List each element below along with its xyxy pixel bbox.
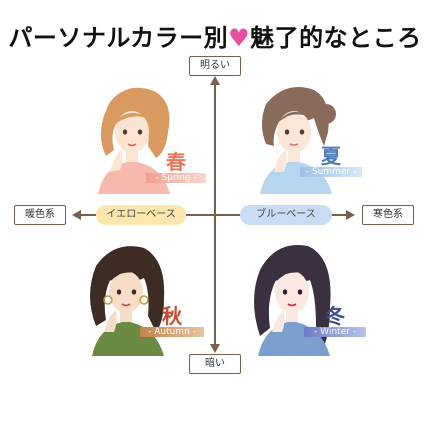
spring-woman-illustration [98,87,170,194]
season-summer-kanji: 夏 [321,144,341,168]
arrow-up-icon [210,76,220,85]
season-autumn: 秋 - Autumn - [140,300,204,337]
season-spring-kanji: 春 [166,150,186,174]
title-sub: 魅了的なところ [250,24,422,52]
season-spring-english: - Spring - [146,173,206,183]
season-autumn-english: - Autumn - [140,327,204,337]
season-autumn-kanji: 秋 [162,304,182,328]
heart-icon: ♥ [228,24,251,52]
autumn-woman-illustration [90,246,165,356]
season-winter-kanji: 冬 [325,304,345,328]
arrow-down-icon [210,344,220,353]
season-summer: 夏 - Summer - [300,140,362,177]
season-winter-english: - Winter - [304,327,366,337]
page-title: パーソナルカラー別♥魅了的なところ [0,18,430,53]
vertical-axis [214,78,216,346]
winter-woman-illustration [254,245,331,356]
horizontal-axis [78,214,346,216]
axis-label-dark: 暗い [189,354,241,374]
axis-label-bright: 明るい [189,56,241,76]
blue-base-label: ブルーベース [240,205,332,225]
arrow-left-icon [72,210,81,220]
season-spring: 春 - Spring - [146,146,206,183]
season-winter: 冬 - Winter - [304,300,366,337]
axis-label-warm: 暖色系 [14,205,66,225]
yellow-base-label: イエローベース [96,205,186,225]
axis-label-cool: 寒色系 [362,205,414,225]
arrow-right-icon [346,210,355,220]
title-main: パーソナルカラー別 [8,24,229,52]
season-summer-english: - Summer - [300,167,362,177]
